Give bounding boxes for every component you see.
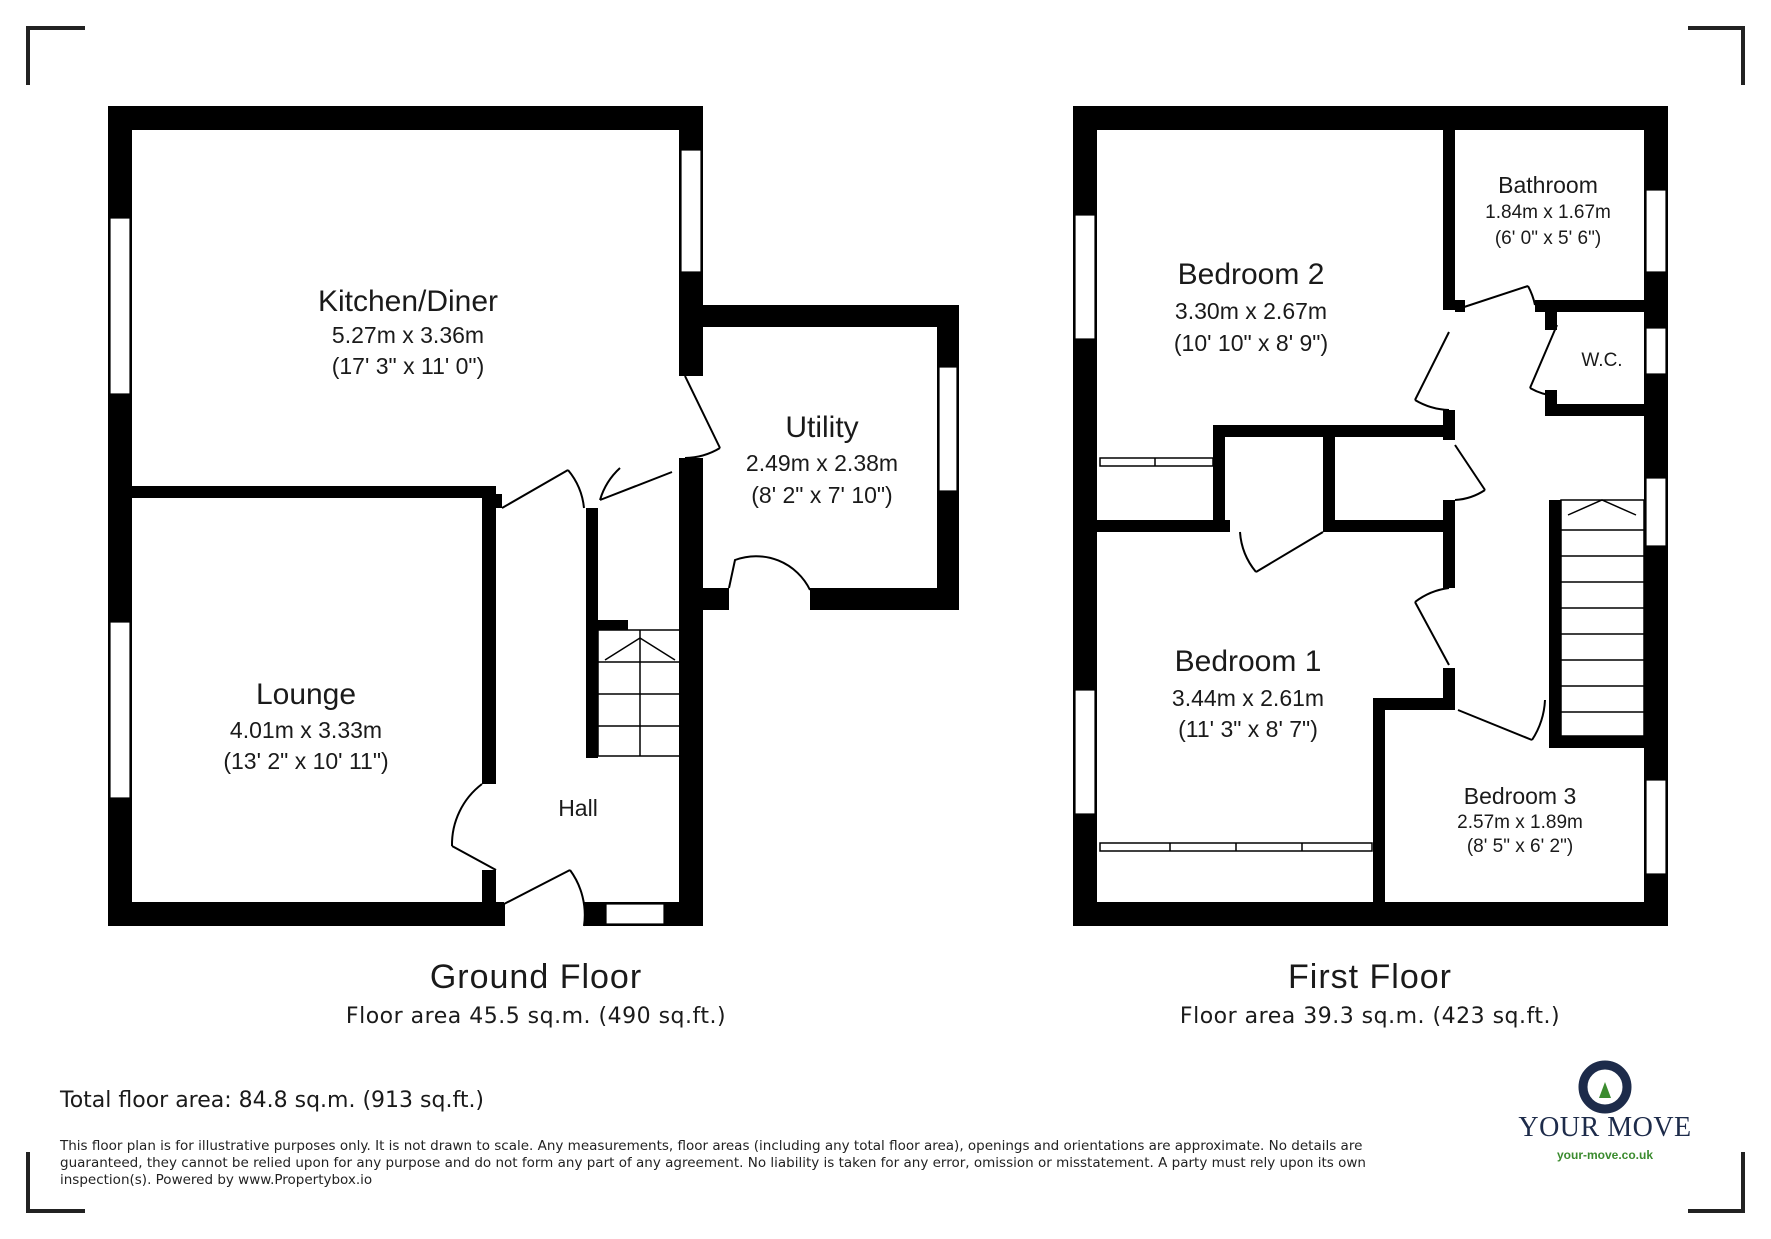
window bbox=[938, 366, 958, 492]
room-label-utility: Utility bbox=[785, 411, 859, 444]
window bbox=[1645, 779, 1667, 875]
room-label-bedroom3: Bedroom 3 bbox=[1463, 783, 1577, 809]
room-metric-bedroom2: 3.30m x 2.67m bbox=[1174, 298, 1328, 324]
room-metric-lounge: 4.01m x 3.33m bbox=[229, 717, 383, 743]
wall bbox=[1549, 500, 1561, 748]
wall bbox=[679, 305, 959, 327]
wall bbox=[1323, 520, 1453, 532]
wall bbox=[1549, 736, 1644, 748]
room-label-lounge: Lounge bbox=[255, 678, 357, 711]
wall bbox=[488, 494, 502, 508]
wall bbox=[1097, 520, 1227, 532]
room-metric-bedroom1: 3.44m x 2.61m bbox=[1171, 685, 1325, 711]
window bbox=[1645, 189, 1667, 273]
window bbox=[605, 903, 665, 925]
wall bbox=[679, 458, 703, 926]
room-imperial-bedroom1: (11' 3" x 8' 7") bbox=[1178, 716, 1318, 742]
wall bbox=[108, 486, 496, 498]
room-metric-kitchen: 5.27m x 3.36m bbox=[331, 322, 485, 348]
wall bbox=[598, 620, 628, 630]
wall bbox=[108, 902, 504, 926]
wall bbox=[810, 588, 959, 610]
window bbox=[1645, 477, 1667, 547]
stairs-ground bbox=[597, 629, 681, 757]
brand-name: YOUR MOVE bbox=[1518, 1112, 1692, 1143]
window bbox=[1645, 327, 1667, 375]
wall bbox=[1213, 425, 1225, 525]
wall bbox=[1443, 500, 1455, 588]
first-floor-area: Floor area 39.3 sq.m. (423 sq.ft.) bbox=[1179, 1004, 1561, 1029]
room-label-wc: W.C. bbox=[1581, 350, 1623, 371]
room-label-bedroom1: Bedroom 1 bbox=[1174, 645, 1322, 678]
wall bbox=[1073, 106, 1668, 130]
ground-floor-plan bbox=[108, 106, 959, 927]
ground-floor-area: Floor area 45.5 sq.m. (490 sq.ft.) bbox=[345, 1004, 727, 1029]
total-floor-area: Total floor area: 84.8 sq.m. (913 sq.ft.… bbox=[60, 1088, 485, 1113]
window bbox=[1074, 214, 1096, 340]
window bbox=[109, 621, 131, 799]
wall bbox=[1545, 404, 1644, 416]
wall bbox=[1212, 520, 1230, 532]
wall bbox=[586, 508, 598, 758]
brand-url: your-move.co.uk bbox=[1556, 1148, 1654, 1162]
ground-floor-title: Ground Floor bbox=[429, 958, 643, 996]
room-metric-bathroom: 1.84m x 1.67m bbox=[1485, 202, 1611, 223]
stairs-first bbox=[1560, 499, 1645, 737]
wall bbox=[679, 588, 729, 610]
first-floor-plan bbox=[1073, 106, 1668, 926]
first-floor-title: First Floor bbox=[1288, 958, 1452, 996]
room-imperial-lounge: (13' 2" x 10' 11") bbox=[223, 748, 389, 774]
window bbox=[109, 217, 131, 395]
wall bbox=[1073, 902, 1668, 926]
room-metric-bedroom3: 2.57m x 1.89m bbox=[1457, 812, 1583, 833]
room-label-bedroom2: Bedroom 2 bbox=[1177, 258, 1325, 291]
wardrobe bbox=[1099, 457, 1373, 852]
wall bbox=[1535, 300, 1644, 312]
room-metric-utility: 2.49m x 2.38m bbox=[745, 450, 899, 476]
window bbox=[1074, 689, 1096, 815]
wall bbox=[1443, 130, 1455, 310]
room-label-hall: Hall bbox=[558, 795, 598, 821]
room-imperial-utility: (8' 2" x 7' 10") bbox=[751, 482, 893, 508]
wall bbox=[482, 486, 496, 784]
wall bbox=[1545, 312, 1557, 330]
window bbox=[680, 149, 702, 273]
room-imperial-kitchen: (17' 3" x 11' 0") bbox=[331, 353, 485, 379]
room-imperial-bathroom: (6' 0" x 5' 6") bbox=[1494, 228, 1602, 249]
wall bbox=[108, 106, 703, 130]
wall bbox=[482, 870, 496, 926]
room-imperial-bedroom3: (8' 5" x 6' 2") bbox=[1466, 836, 1574, 857]
wall bbox=[1323, 425, 1335, 525]
room-label-kitchen: Kitchen/Diner bbox=[317, 285, 499, 318]
wall bbox=[1455, 300, 1465, 312]
corner-marks bbox=[26, 26, 1745, 1213]
disclaimer-text: This floor plan is for illustrative purp… bbox=[60, 1138, 1366, 1188]
wall bbox=[1373, 698, 1385, 926]
wall bbox=[1373, 698, 1455, 710]
room-imperial-bedroom2: (10' 10" x 8' 9") bbox=[1173, 330, 1329, 356]
your-move-logo-icon bbox=[1578, 1060, 1632, 1114]
room-label-bathroom: Bathroom bbox=[1498, 172, 1598, 198]
